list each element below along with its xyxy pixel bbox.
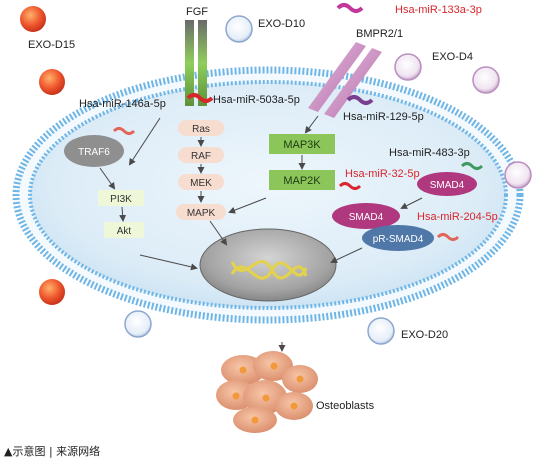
akt-label: Akt — [117, 226, 132, 237]
mek-label: MEK — [190, 178, 212, 189]
mirna-503a-label: Hsa-miR-503a-5p — [213, 94, 300, 106]
ras-label: Ras — [192, 124, 210, 135]
mirna-133a-label: Hsa-miR-133a-3p — [395, 4, 482, 16]
psmad4-label: pR-SMAD4 — [373, 234, 424, 245]
mirna-129-icon — [346, 95, 374, 105]
osteoblast-cluster — [216, 351, 318, 433]
fgf-receptor — [185, 20, 207, 106]
mapk-label: MAPK — [187, 208, 216, 219]
pi3k-node: PI3K — [98, 190, 144, 206]
exo-d4-label: EXO-D4 — [432, 51, 473, 63]
exosome-d4-icon — [394, 53, 532, 189]
map3k-node: MAP3K — [269, 134, 335, 154]
bmpr-receptor — [308, 42, 382, 118]
traf6-node: TRAF6 — [64, 135, 124, 167]
map2k-label: MAP2K — [283, 175, 321, 187]
mirna-133a-icon — [336, 3, 364, 13]
mirna-146a-icon — [112, 127, 136, 135]
mirna-32-icon — [338, 182, 362, 190]
raf-label: RAF — [191, 151, 211, 162]
mapk-node: MAPK — [176, 204, 226, 220]
smad4-node-top: SMAD4 — [417, 172, 477, 196]
exosome-d10-icon — [225, 15, 253, 43]
smad4-label: SMAD4 — [349, 212, 384, 223]
mirna-146a-label: Hsa-miR-146a-5p — [79, 98, 166, 110]
smad4-top-label: SMAD4 — [430, 180, 465, 191]
mirna-204-icon — [436, 233, 460, 241]
mirna-204-label: Hsa-miR-204-5p — [417, 211, 498, 223]
cell-cytoplasm — [28, 80, 508, 310]
fgf-label: FGF — [186, 6, 208, 18]
traf6-label: TRAF6 — [78, 147, 110, 158]
figure-caption: ▲示意图 | 来源网络 — [4, 445, 101, 458]
map3k-label: MAP3K — [283, 139, 321, 151]
mirna-32-label: Hsa-miR-32-5p — [345, 168, 420, 180]
ras-node: Ras — [178, 120, 224, 136]
mirna-129-label: Hsa-miR-129-5p — [343, 111, 424, 123]
exosome-d15-icon — [20, 6, 65, 305]
akt-node: Akt — [104, 222, 144, 238]
exosome-d20-icon — [124, 310, 395, 345]
exo-d15-label: EXO-D15 — [28, 39, 75, 51]
mirna-483-icon — [460, 162, 484, 170]
osteoblasts-label: Osteoblasts — [316, 400, 375, 412]
smad4-node: SMAD4 — [332, 203, 400, 229]
exo-d20-label: EXO-D20 — [401, 329, 448, 341]
mek-node: MEK — [178, 174, 224, 190]
psmad4-node: pR-SMAD4 — [362, 225, 434, 251]
exo-d10-label: EXO-D10 — [258, 18, 305, 30]
bmpr-label: BMPR2/1 — [356, 28, 403, 40]
map2k-node: MAP2K — [269, 170, 335, 190]
mirna-483-label: Hsa-miR-483-3p — [389, 147, 470, 159]
dna-helix-icon — [230, 260, 308, 280]
exosome-signaling-diagram: FGF BMPR2/1 EXO-D15 EXO-D10 EXO-D4 EXO-D… — [12, 3, 532, 433]
raf-node: RAF — [178, 147, 224, 163]
pi3k-label: PI3K — [110, 194, 132, 205]
mirna-503a-icon — [186, 93, 214, 103]
